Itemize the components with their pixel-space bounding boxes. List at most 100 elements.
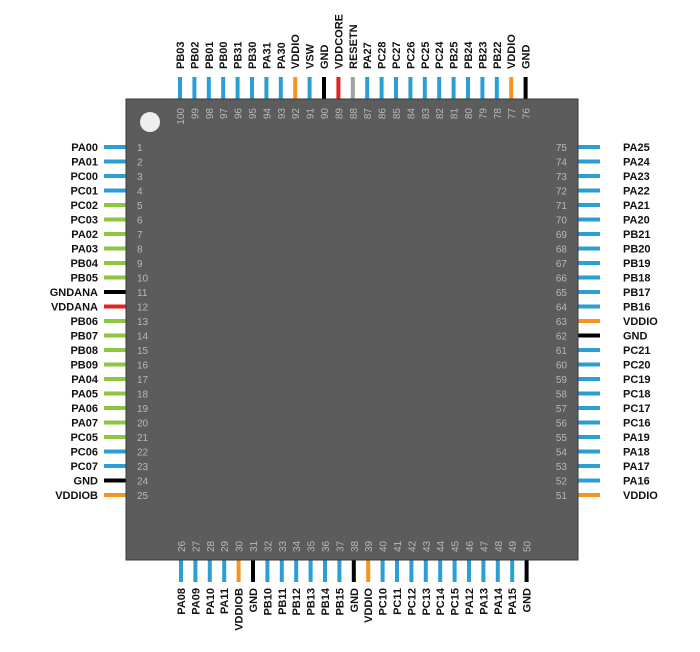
pin-2-lead (104, 159, 126, 164)
pin-58-lead (578, 391, 600, 396)
pin-48-lead (495, 560, 500, 582)
pin-77-lead (509, 77, 514, 99)
pin-8-lead (104, 246, 126, 251)
pin-76-lead (523, 77, 528, 99)
pin-99-label: PB02 (189, 41, 201, 69)
pin-10-label: PB05 (70, 273, 98, 285)
pin-50-label: GND (522, 588, 534, 613)
pin-61-number: 61 (556, 346, 568, 357)
pin-90-label: GND (319, 45, 331, 70)
pin-98-label: PB01 (204, 41, 216, 69)
pin-25-number: 25 (137, 491, 149, 502)
pin-75-lead (578, 145, 600, 149)
pin-24-label: GND (74, 476, 99, 488)
pin-32-lead (265, 560, 270, 582)
pin-66-lead (578, 275, 600, 280)
pin-18-label: PA05 (71, 389, 98, 401)
pin-84-number: 84 (406, 108, 417, 120)
pin-4-lead (104, 188, 126, 193)
pin-19-lead (104, 406, 126, 410)
pin-24-lead (104, 478, 126, 483)
pin-80-label: PB24 (463, 41, 475, 69)
pin-7-number: 7 (137, 230, 143, 241)
pin-19-label: PA06 (71, 403, 98, 415)
pin-56-lead (578, 420, 600, 425)
pin-82-lead (437, 77, 442, 99)
pin-5-label: PC02 (70, 200, 98, 212)
pin-66-label: PB18 (623, 273, 651, 285)
pin-6-number: 6 (137, 216, 143, 227)
pin-37-lead (337, 560, 342, 582)
pin-81-label: PB25 (449, 41, 461, 69)
pin-86-label: PC28 (377, 41, 389, 69)
pin-34-lead (294, 560, 299, 582)
pin-13-lead (104, 319, 126, 323)
pin-18-number: 18 (137, 390, 149, 401)
pin-97-lead (221, 77, 226, 99)
pin-92-lead (293, 77, 298, 99)
pin-88-lead (350, 77, 355, 99)
pin-18-lead (104, 391, 126, 396)
pin-12-number: 12 (137, 303, 149, 314)
pin-38-label: GND (349, 588, 361, 613)
pin-27-label: PA09 (190, 588, 202, 615)
pin-100-label: PB03 (175, 41, 187, 69)
pin-44-label: PC14 (435, 587, 447, 615)
pin-14-label: PB07 (70, 331, 98, 343)
pin-74-number: 74 (556, 158, 568, 169)
pin-50-lead (524, 560, 529, 582)
pin-72-lead (578, 188, 600, 193)
pin-77-label: VDDIO (506, 34, 518, 69)
pin-6-label: PC03 (70, 215, 98, 227)
pin-60-lead (578, 362, 600, 367)
pin-78-lead (494, 77, 499, 99)
pin-39-lead (366, 560, 371, 582)
pin-89-lead (336, 77, 341, 99)
pin-76-label: GND (521, 45, 533, 70)
pin-58-label: PC18 (623, 389, 651, 401)
pin-1-lead (104, 145, 126, 149)
pin-30-lead (236, 560, 241, 582)
pin-16-lead (104, 362, 126, 367)
pin-24-number: 24 (137, 477, 149, 488)
pin-74-label: PA24 (623, 157, 651, 169)
pin-63-lead (578, 319, 600, 323)
pin-25-lead (104, 493, 126, 497)
pin-26-label: PA08 (176, 588, 188, 615)
pin-40-lead (380, 560, 385, 582)
pin-88-label: RESETN (348, 24, 360, 69)
pin-71-lead (578, 203, 600, 207)
pin-43-lead (423, 560, 428, 582)
pin-93-lead (278, 77, 283, 99)
pin-20-lead (104, 420, 126, 425)
pin-41-lead (395, 560, 399, 582)
pin-71-number: 71 (556, 201, 568, 212)
pin-22-number: 22 (137, 448, 149, 459)
pin-53-lead (578, 464, 600, 468)
pin1-indicator-dot (140, 112, 160, 132)
pin-74-lead (578, 159, 600, 164)
pin-81-lead (451, 77, 456, 99)
pin-73-label: PA23 (623, 171, 650, 183)
pin-85-lead (394, 77, 398, 99)
pin-40-label: PC10 (378, 588, 390, 616)
pin-16-label: PB09 (70, 360, 98, 372)
pin-5-lead (104, 203, 126, 207)
pin-3-lead (104, 174, 126, 178)
pin-20-number: 20 (137, 419, 149, 430)
pin-13-label: PB06 (70, 316, 98, 328)
pin-62-label: GND (623, 331, 648, 343)
pin-28-label: PA10 (205, 588, 217, 615)
pin-23-number: 23 (137, 462, 149, 473)
pin-27-number: 27 (191, 540, 202, 552)
pin-95-label: PB30 (247, 41, 259, 69)
pin-63-label: VDDIO (623, 316, 658, 328)
pin-6-lead (104, 217, 126, 222)
pin-82-label: PC24 (434, 41, 446, 69)
pin-84-label: PC26 (405, 41, 417, 69)
pin-92-label: VDDIO (290, 34, 302, 69)
pin-93-label: PA30 (276, 42, 288, 69)
pin-13-number: 13 (137, 317, 149, 328)
pin-31-label: GND (248, 588, 260, 613)
